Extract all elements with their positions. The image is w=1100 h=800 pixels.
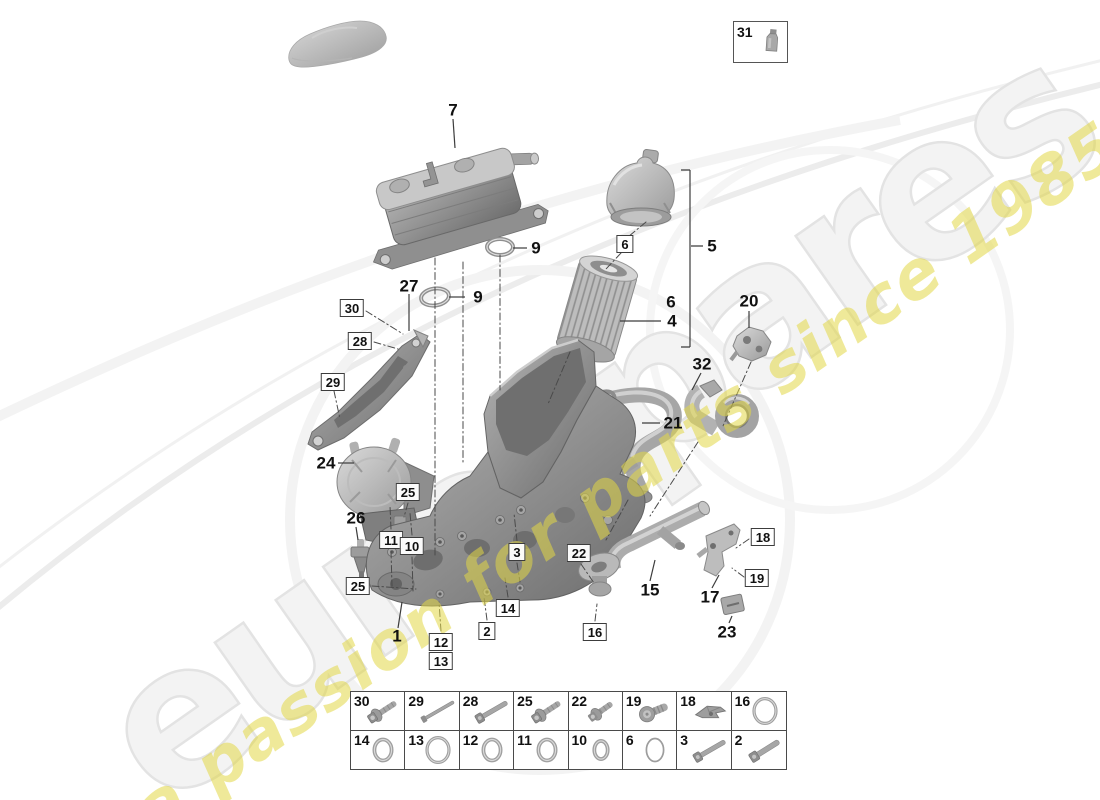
- oring-small-icon: [580, 735, 622, 765]
- legend-cell-16: 16: [732, 692, 786, 730]
- legend-cell-number: 29: [408, 693, 424, 709]
- inset-number: 31: [737, 24, 753, 40]
- oring-icon: [471, 735, 513, 765]
- oring-thin-icon: [634, 735, 676, 765]
- legend-cell-number: 12: [462, 732, 479, 748]
- part-5-filter-cap: [606, 149, 675, 227]
- bolt-long-icon: [689, 735, 731, 765]
- legend-cell-28: 28: [460, 692, 515, 730]
- part-23-clip: [720, 593, 745, 616]
- bolt-medium-icon: [744, 735, 786, 765]
- legend-cell-13: 13: [405, 731, 460, 769]
- oring-large-icon: [417, 735, 459, 765]
- legend-cell-number: 19: [625, 693, 642, 709]
- bolt-flange-icon: [526, 696, 568, 726]
- legend-cell-10: 10: [569, 731, 623, 769]
- legend-cell-number: 13: [408, 732, 424, 748]
- legend-cell-number: 30: [354, 693, 370, 709]
- part-20-bracket: [729, 326, 772, 362]
- bolt-flange-icon: [362, 696, 404, 726]
- legend-cell-25: 25: [514, 692, 569, 730]
- stud-long-icon: [417, 696, 459, 726]
- legend-cell-number: 16: [734, 693, 751, 709]
- part-27-bracket: [307, 328, 431, 451]
- oring-icon: [526, 735, 568, 765]
- legend-cell-19: 19: [623, 692, 678, 730]
- legend-cell-22: 22: [569, 692, 623, 730]
- part-17-bracket: [696, 523, 741, 577]
- legend-cell-number: 6: [625, 732, 634, 748]
- legend-cell-30: 30: [351, 692, 406, 730]
- legend-cell-12: 12: [460, 731, 515, 769]
- legend-cell-6: 6: [623, 731, 678, 769]
- bolt-short-icon: [580, 696, 622, 726]
- leader-lines: [338, 118, 750, 629]
- part-26-sensor: [350, 539, 370, 577]
- legend-cell-number: 3: [680, 732, 689, 748]
- legend-cell-11: 11: [514, 731, 569, 769]
- legend-cell-number: 18: [680, 693, 696, 709]
- part-7-oil-cooler: [372, 147, 549, 270]
- legend-cell-number: 11: [517, 732, 532, 748]
- car-silhouette: [288, 20, 387, 68]
- oring-large-icon: [744, 696, 786, 726]
- part-32-breather-elbow: [684, 379, 759, 438]
- legend-cell-29: 29: [405, 692, 460, 730]
- legend-cell-2: 2: [732, 731, 786, 769]
- assembly-axis-lines: [333, 221, 752, 632]
- part-callout-31-inset: 31: [733, 21, 788, 63]
- legend-cell-3: 3: [677, 731, 732, 769]
- part-9-o-ring-a: [485, 237, 515, 257]
- oring-icon: [362, 735, 404, 765]
- legend-cell-number: 25: [517, 693, 533, 709]
- legend-cell-14: 14: [351, 731, 406, 769]
- legend-cell-18: 18: [677, 692, 732, 730]
- legend-cell-number: 10: [571, 732, 588, 748]
- oil-bottle-icon: [765, 29, 779, 52]
- legend-cell-number: 2: [734, 732, 743, 748]
- legend-cell-number: 14: [354, 732, 370, 748]
- legend-cell-number: 28: [462, 693, 479, 709]
- bolt-long-icon: [471, 696, 513, 726]
- fastener-legend-table: 30 29 28 25 22 19 18 16 14 13 12 11 10 6 3 2: [350, 691, 787, 770]
- legend-cell-number: 22: [571, 693, 588, 709]
- retainer-clip-icon: [689, 696, 731, 726]
- part-15-oil-pipe: [578, 500, 711, 597]
- screw-round-icon: [634, 696, 676, 726]
- part-9-o-ring-b: [419, 286, 451, 308]
